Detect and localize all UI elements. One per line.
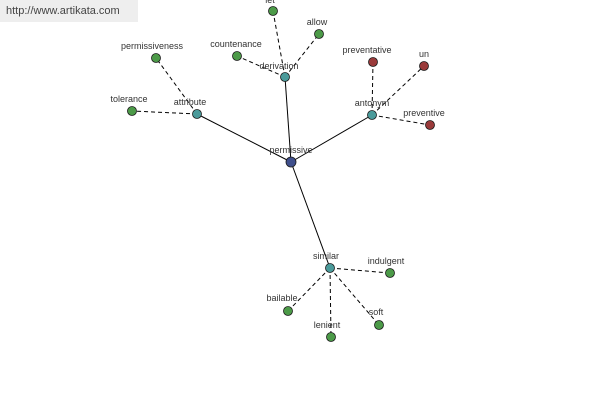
node-bailable[interactable] (283, 306, 293, 316)
node-label-preventive: preventive (403, 108, 445, 118)
node-permissive[interactable] (285, 156, 297, 168)
node-preventive[interactable] (425, 120, 435, 130)
node-label-permissive: permissive (269, 145, 312, 155)
node-label-permissiveness: permissiveness (121, 41, 184, 51)
watermark-url[interactable]: http://www.artikata.com (0, 0, 138, 22)
edge-permissive-derivation (284, 76, 292, 163)
node-un[interactable] (419, 61, 429, 71)
node-attribute[interactable] (192, 109, 202, 119)
node-label-derivation: derivation (259, 61, 298, 71)
node-lenient[interactable] (326, 332, 336, 342)
node-soft[interactable] (374, 320, 384, 330)
node-label-antonym: antonym (355, 98, 390, 108)
node-label-indulgent: indulgent (368, 256, 405, 266)
edge-similar-bailable (287, 267, 331, 312)
graph-labels: let allow countenance derivation permissiven… (110, 0, 444, 330)
node-label-un: un (419, 49, 429, 59)
node-derivation[interactable] (280, 72, 290, 82)
edge-similar-lenient (329, 267, 332, 338)
node-tolerance[interactable] (127, 106, 137, 116)
edge-antonym-preventative (371, 61, 374, 116)
node-antonym[interactable] (367, 110, 377, 120)
node-label-tolerance: tolerance (110, 94, 147, 104)
edge-attribute-permissiveness (155, 57, 198, 115)
edge-antonym-un (371, 65, 425, 116)
node-label-attribute: attribute (174, 97, 207, 107)
node-allow[interactable] (314, 29, 324, 39)
graph-edges (131, 10, 431, 338)
graph-nodes (127, 6, 435, 342)
node-label-preventative: preventative (342, 45, 391, 55)
node-similar[interactable] (325, 263, 335, 273)
node-label-allow: allow (307, 17, 328, 27)
node-label-soft: soft (369, 307, 384, 317)
edge-similar-indulgent (329, 267, 391, 274)
node-label-similar: similar (313, 251, 339, 261)
edge-antonym-preventive (371, 114, 431, 126)
node-permissiveness[interactable] (151, 53, 161, 63)
node-label-bailable: bailable (266, 293, 297, 303)
node-preventative[interactable] (368, 57, 378, 67)
edge-permissive-similar (290, 161, 331, 269)
node-countenance[interactable] (232, 51, 242, 61)
edge-attribute-tolerance (131, 110, 198, 115)
node-label-countenance: countenance (210, 39, 262, 49)
edge-permissive-attribute (196, 113, 292, 163)
edge-derivation-allow (284, 33, 320, 78)
node-label-let: let (265, 0, 275, 5)
node-indulgent[interactable] (385, 268, 395, 278)
edge-similar-soft (329, 267, 380, 326)
edge-derivation-countenance (236, 55, 286, 78)
node-let[interactable] (268, 6, 278, 16)
edge-permissive-antonym (290, 114, 373, 163)
node-label-lenient: lenient (314, 320, 341, 330)
